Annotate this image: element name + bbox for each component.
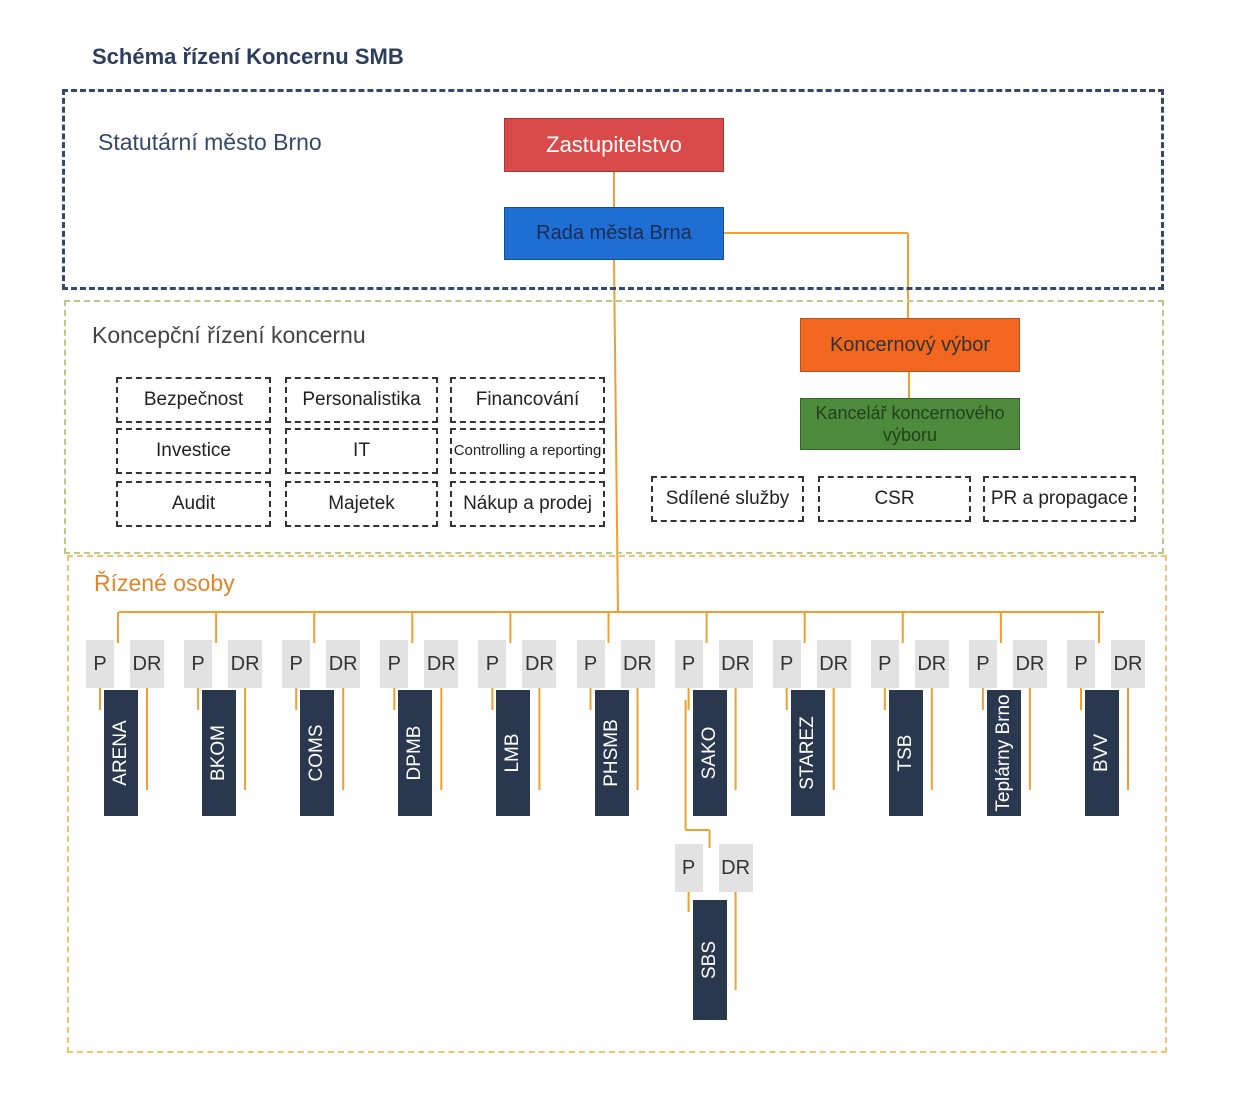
role-dr: DR	[620, 640, 655, 688]
company-coms: COMS	[300, 690, 335, 816]
concept-area: IT	[285, 428, 438, 474]
company-label: SAKO	[698, 726, 720, 780]
company-tsb: TSB	[888, 690, 923, 816]
committee-area: Sdílené služby	[651, 476, 804, 522]
section-managed	[67, 555, 1167, 1053]
node-rada-mesta-brna: Rada města Brna	[504, 207, 724, 260]
section-concept	[64, 300, 1164, 554]
role-p: P	[1067, 640, 1095, 688]
role-dr: DR	[718, 640, 753, 688]
company-bvv: BVV	[1085, 690, 1119, 816]
company-label: BKOM	[208, 725, 230, 781]
role-p: P	[478, 640, 507, 688]
role-p: P	[86, 640, 114, 688]
role-p: P	[380, 640, 409, 688]
role-p: P	[870, 640, 899, 688]
company-label: ARENA	[110, 720, 131, 786]
role-p: P	[282, 640, 311, 688]
concept-area: Audit	[116, 481, 271, 527]
committee-area: CSR	[818, 476, 971, 522]
role-dr: DR	[914, 640, 949, 688]
concept-area: Investice	[116, 428, 271, 474]
role-p: P	[184, 640, 213, 688]
company-label: COMS	[306, 724, 328, 782]
company-sako: SAKO	[692, 690, 727, 816]
role-dr: DR	[522, 640, 557, 688]
company-label: BVV	[1091, 733, 1112, 773]
page-title: Schéma řízení Koncernu SMB	[92, 44, 404, 69]
node-zastupitelstvo: Zastupitelstvo	[504, 118, 724, 172]
company-label: LMB	[502, 733, 524, 773]
company-arena: ARENA	[104, 690, 138, 816]
concept-area: Majetek	[285, 481, 438, 527]
role-dr: DR	[1111, 640, 1145, 688]
role-dr: DR	[718, 844, 753, 892]
role-p: P	[772, 640, 801, 688]
node-kancelar-koncernoveho-vyboru: Kancelář koncernového výboru	[800, 398, 1020, 450]
company-label: SBS	[698, 940, 720, 980]
concept-area: Nákup a prodej	[450, 481, 605, 527]
company-label: STAREZ	[796, 716, 818, 790]
role-dr: DR	[1012, 640, 1047, 688]
company-label: TSB	[894, 734, 916, 772]
company-label: DPMB	[404, 725, 426, 781]
role-p: P	[674, 844, 703, 892]
node-koncernovy-vybor: Koncernový výbor	[800, 318, 1020, 372]
company-starez: STAREZ	[790, 690, 825, 816]
concept-area: Controlling a reporting	[450, 428, 605, 474]
role-dr: DR	[424, 640, 459, 688]
role-p: P	[674, 640, 703, 688]
committee-area: PR a propagace	[983, 476, 1136, 522]
role-dr: DR	[228, 640, 263, 688]
company-label: Teplárny Brno	[992, 694, 1014, 812]
company-phsmb: PHSMB	[594, 690, 629, 816]
role-p: P	[968, 640, 997, 688]
role-dr: DR	[130, 640, 164, 688]
section-managed-label: Řízené osoby	[94, 570, 235, 596]
concept-area: Bezpečnost	[116, 377, 271, 423]
role-dr: DR	[816, 640, 851, 688]
section-city-label: Statutární město Brno	[98, 129, 322, 155]
company-teplárny-brno: Teplárny Brno	[986, 690, 1021, 816]
company-bkom: BKOM	[202, 690, 237, 816]
role-dr: DR	[326, 640, 361, 688]
company-label: PHSMB	[600, 719, 622, 787]
role-p: P	[576, 640, 605, 688]
section-city	[62, 89, 1164, 290]
concept-area: Financování	[450, 377, 605, 423]
company-lmb: LMB	[496, 690, 531, 816]
section-concept-label: Koncepční řízení koncernu	[92, 322, 366, 348]
company-sbs: SBS	[692, 900, 727, 1020]
concept-area: Personalistika	[285, 377, 438, 423]
company-dpmb: DPMB	[398, 690, 433, 816]
